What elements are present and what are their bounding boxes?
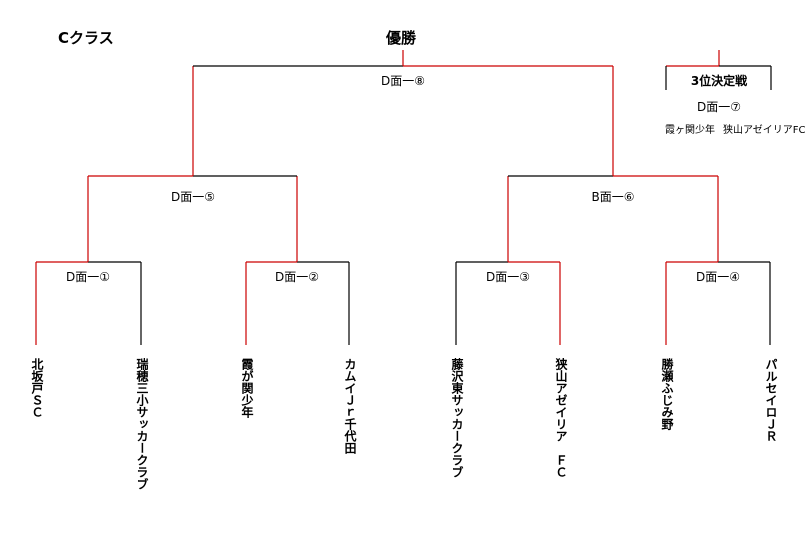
team-name: カムイＪｒ千代田 [343,358,357,454]
match-label-qf4: D面一④ [696,270,740,284]
match-label-sf-right: B面一⑥ [591,190,635,204]
third-place-team-2: 狭山アゼイリアFC [723,125,806,136]
match-label-qf1: D面一① [66,270,110,284]
team-name: 瑞穂三小サッカークラブ [135,358,149,490]
team-name: 北坂戸ＳＣ [30,358,44,418]
champion-label: 優勝 [386,29,417,47]
match-label-qf2: D面一② [275,270,319,284]
match-label-sf-left: D面一⑤ [171,190,215,204]
class-title: Cクラス [58,29,114,47]
third-place-team-1: 霞ヶ関少年 [665,125,715,136]
team-name: 霞が関少年 [240,358,254,418]
third-place-match: D面一⑦ [697,100,741,114]
third-place-title: 3位決定戦 [690,74,748,88]
match-label-final: D面一⑧ [381,74,425,88]
team-name: パルセイロＪＲ [764,358,778,442]
team-name: 勝瀬ふじみ野 [660,358,674,430]
match-label-qf3: D面一③ [486,270,530,284]
team-name: 藤沢東サッカークラブ [450,358,464,478]
team-name: 狭山アゼイリア ＦＣ [554,358,568,478]
